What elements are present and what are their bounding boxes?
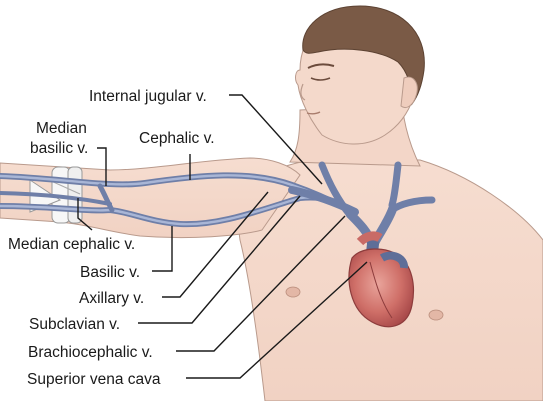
label-basilic: Basilic v. [80, 264, 140, 281]
eyebrow [307, 63, 335, 69]
median-cephalic-vein [0, 191, 112, 206]
leader-basilic [152, 226, 173, 272]
label-superior-vena-cava: Superior vena cava [27, 371, 161, 388]
label-brachiocephalic: Brachiocephalic v. [28, 344, 153, 361]
label-median-basilic-line2: basilic v. [30, 140, 88, 157]
right-jugular-vein [388, 161, 402, 209]
right-nipple [428, 309, 444, 321]
label-axillary: Axillary v. [79, 290, 144, 307]
label-cephalic: Cephalic v. [139, 130, 215, 147]
leader-axillary [162, 191, 269, 298]
ear [400, 76, 418, 109]
leader-median-cephalic [77, 198, 93, 231]
label-median-basilic-line1: Median [36, 120, 87, 137]
leader-subclavian [138, 195, 301, 324]
leader-median-basilic [97, 147, 107, 186]
median-cubital-vein [97, 183, 115, 213]
nose [300, 83, 306, 101]
label-subclavian: Subclavian v. [29, 316, 120, 333]
heart [348, 231, 415, 328]
leader-brachiocephalic [176, 215, 346, 352]
mouth [306, 111, 321, 115]
left-nipple [285, 286, 301, 298]
leader-superior-vena-cava [186, 261, 368, 379]
label-internal-jugular: Internal jugular v. [89, 88, 207, 105]
leader-internal-jugular [229, 94, 323, 185]
closed-eye [310, 77, 331, 81]
label-median-cephalic: Median cephalic v. [8, 236, 135, 253]
